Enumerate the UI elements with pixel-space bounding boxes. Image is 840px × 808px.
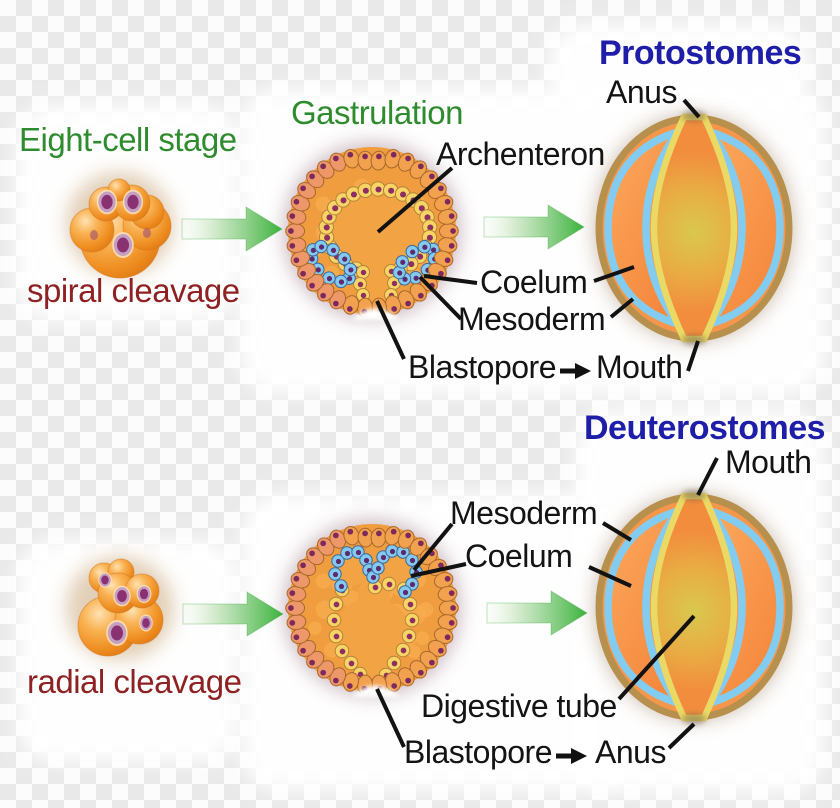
green-arrow-icon: [486, 590, 588, 636]
embryo-cross-section: [593, 489, 795, 725]
label-mouth-bottom: Mouth: [725, 444, 812, 480]
label-archenteron: Archenteron: [436, 136, 605, 172]
label-deuterostomes: Deuterostomes: [584, 409, 826, 447]
gastrula-deutero: [283, 519, 461, 697]
label-blastopore-fate-bottom: Anus: [595, 734, 666, 770]
label-protostomes: Protostomes: [599, 34, 802, 72]
leader-lines: [375, 98, 719, 750]
green-arrow-icon: [483, 204, 585, 250]
embryo-cross-section: [593, 110, 795, 346]
label-anus-top: Anus: [606, 74, 677, 110]
white-backdrop: [548, 24, 810, 108]
green-arrow-icon: [182, 591, 284, 637]
label-eight-cell-stage: Eight-cell stage: [19, 121, 237, 158]
label-digestive-tube: Digestive tube: [421, 688, 617, 724]
label-blastopore-fate-top: Mouth: [596, 349, 683, 385]
maps-to-arrow-icon: [560, 363, 591, 379]
label-blastopore-top: Blastopore: [408, 349, 556, 385]
label-coelum-bottom: Coelum: [465, 538, 573, 574]
green-arrow-icon: [181, 206, 283, 252]
label-gastrulation: Gastrulation: [291, 94, 463, 131]
eight-cell-embryo-spiral: [66, 172, 174, 279]
label-mesoderm-bottom: Mesoderm: [450, 495, 598, 531]
label-coelum-top: Coelum: [480, 264, 588, 300]
gastrula-proto: [283, 142, 461, 320]
label-radial-cleavage: radial cleavage: [27, 663, 242, 700]
label-mesoderm-top: Mesoderm: [458, 301, 606, 337]
maps-to-arrow-icon: [556, 748, 587, 764]
label-spiral-cleavage: spiral cleavage: [27, 272, 240, 309]
label-blastopore-bottom: Blastopore: [404, 734, 552, 770]
eight-cell-embryo-radial: [66, 556, 174, 660]
